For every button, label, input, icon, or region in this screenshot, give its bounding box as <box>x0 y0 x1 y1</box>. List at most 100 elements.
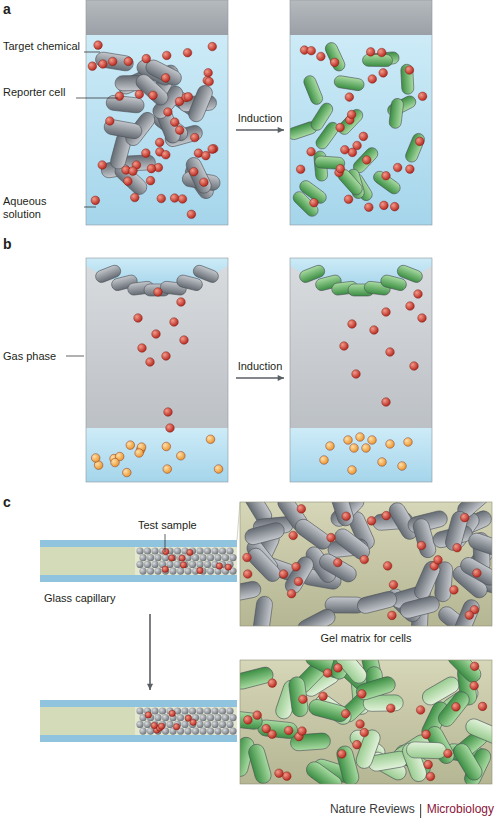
gel-bead <box>222 554 229 561</box>
gel-bead <box>166 721 173 728</box>
gel-bead <box>136 561 143 568</box>
credit-separator <box>420 804 421 818</box>
gel-bead <box>144 721 151 728</box>
target-chemical <box>129 167 138 176</box>
gel-bead <box>214 554 221 561</box>
glass-capillary <box>40 540 237 582</box>
target-chemical <box>424 760 433 769</box>
reporter-cell <box>307 698 350 724</box>
target-chemical <box>142 149 151 158</box>
target-chemical <box>175 126 184 135</box>
gel-bead <box>139 568 146 575</box>
reporter-cell <box>240 710 263 730</box>
target-chemical <box>108 57 117 66</box>
target-chemical <box>345 93 354 102</box>
target-chemical <box>358 690 367 699</box>
sample-chemical <box>91 454 100 463</box>
gas-phase <box>290 258 432 482</box>
target-chemical <box>200 178 209 187</box>
target-chemical <box>382 308 391 317</box>
illustration-part <box>240 502 492 626</box>
target-chemical <box>393 163 402 172</box>
gel-bead <box>162 714 169 721</box>
culture-well <box>86 0 228 225</box>
gel-bead <box>214 714 221 721</box>
illustration-part <box>40 540 237 547</box>
gel-bead <box>147 554 154 561</box>
target-chemical <box>390 202 399 211</box>
sample-chemical <box>162 442 171 451</box>
target-chemical <box>334 664 343 673</box>
reporter-cell <box>302 74 324 106</box>
leader-line <box>165 534 166 552</box>
gel-bead <box>222 728 229 735</box>
target-chemical <box>444 749 453 758</box>
target-chemical <box>323 669 332 678</box>
gel-bead <box>136 721 143 728</box>
callout-label: Target chemical <box>3 40 83 53</box>
target-chemical <box>225 564 231 570</box>
leader-line <box>84 207 96 208</box>
target-chemical <box>307 147 316 156</box>
target-chemical <box>88 62 97 71</box>
target-chemical <box>162 566 168 572</box>
reporter-cell <box>317 551 360 585</box>
target-chemical <box>460 513 469 522</box>
reporter-cell <box>323 41 346 73</box>
target-chemical <box>344 195 353 204</box>
target-chemical <box>164 108 173 117</box>
gel-bead <box>207 728 214 735</box>
sample-chemical <box>177 451 186 460</box>
target-chemical <box>336 123 345 132</box>
panel-letter: a <box>3 3 23 16</box>
sample-chemical <box>111 458 120 467</box>
illustration-part <box>40 700 237 742</box>
gel-bead <box>196 561 203 568</box>
reporter-cell <box>362 54 392 66</box>
leader-line <box>66 356 84 357</box>
arrow-head <box>147 684 153 690</box>
target-chemical <box>382 398 391 407</box>
gel-bead <box>139 728 146 735</box>
gel-bead <box>204 721 211 728</box>
illustration-part <box>40 575 237 582</box>
gel-bead <box>154 714 161 721</box>
reporter-cell <box>463 716 492 746</box>
callout-label: Glass capillary <box>44 592 140 605</box>
target-chemical <box>410 362 419 371</box>
target-chemical <box>352 370 361 379</box>
target-chemical <box>190 719 196 725</box>
target-chemical <box>382 511 391 520</box>
gel-bead <box>226 707 233 714</box>
target-chemical <box>356 720 365 729</box>
vial <box>86 258 228 482</box>
gel-bead <box>144 561 151 568</box>
sample-chemical <box>368 436 377 445</box>
target-chemical <box>336 164 345 173</box>
reporter-cell <box>451 741 485 784</box>
target-chemical <box>124 57 133 66</box>
gel-bead <box>181 721 188 728</box>
reporter-cell <box>295 606 338 626</box>
arrow-head <box>278 127 284 133</box>
target-chemical <box>163 548 169 554</box>
target-chemical <box>208 145 217 154</box>
gel-bead <box>151 707 158 714</box>
illustration-part <box>40 540 237 582</box>
target-chemical <box>155 138 164 147</box>
target-chemical <box>98 161 107 170</box>
target-chemical <box>162 51 171 60</box>
gel-bead <box>229 714 236 721</box>
target-chemical <box>386 704 395 713</box>
target-chemical <box>370 326 379 335</box>
culture-well <box>290 0 432 225</box>
panel-letter: b <box>3 238 23 251</box>
process-arrow <box>236 129 284 131</box>
gel-bead <box>219 547 226 554</box>
gel-bead <box>151 561 158 568</box>
reporter-cell <box>240 580 262 603</box>
leader-line <box>76 98 118 99</box>
target-chemical <box>169 555 175 561</box>
reporter-cell <box>257 719 298 739</box>
